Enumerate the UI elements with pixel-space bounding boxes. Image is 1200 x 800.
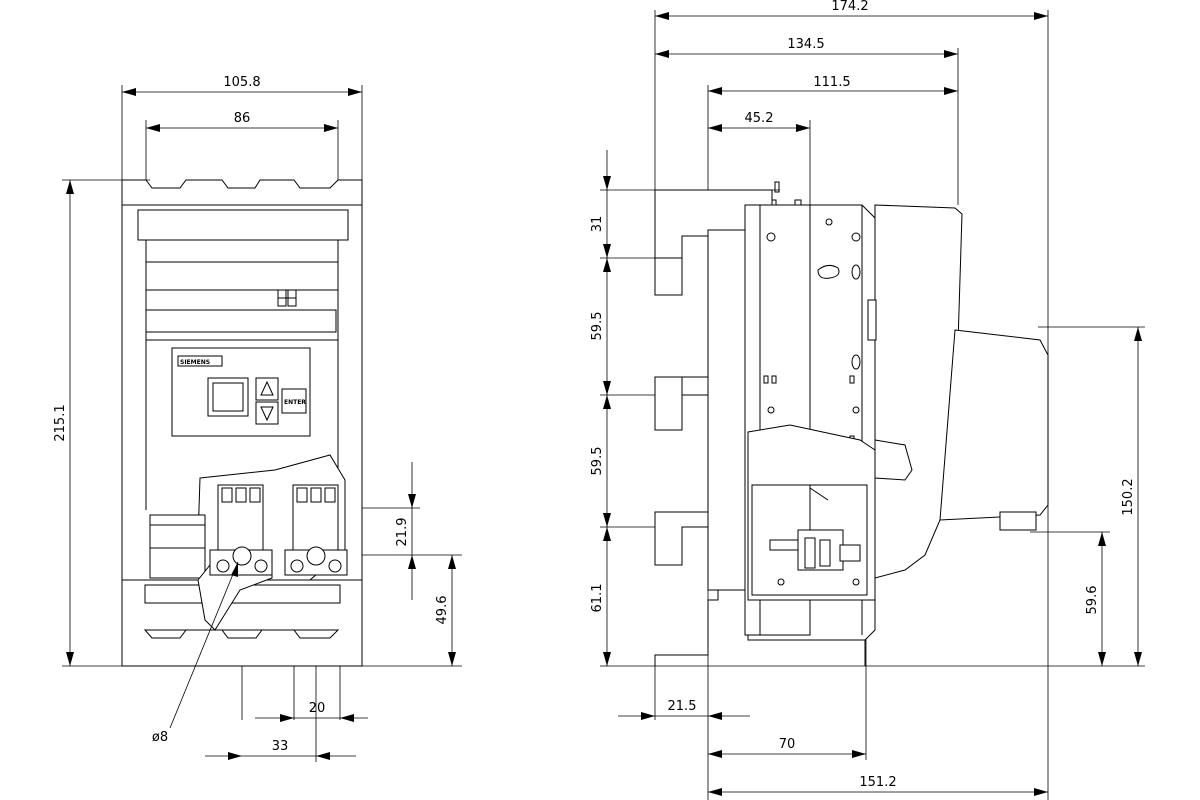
side-dimension-21-5 bbox=[618, 712, 750, 720]
dim-label-59-5-lower: 59.5 bbox=[590, 447, 605, 476]
dim-label-70: 70 bbox=[779, 737, 796, 752]
dim-label-174-2: 174.2 bbox=[831, 0, 868, 14]
front-dimension-86 bbox=[146, 124, 338, 132]
front-dimension-49-6 bbox=[448, 555, 456, 666]
dim-label-21-5: 21.5 bbox=[668, 699, 697, 714]
terminal-hole-left bbox=[232, 546, 252, 566]
side-dimension-134-5 bbox=[655, 50, 958, 58]
dim-label-45-2: 45.2 bbox=[745, 111, 774, 126]
dim-label-111-5: 111.5 bbox=[813, 75, 850, 90]
dim-label-59-5-upper: 59.5 bbox=[590, 312, 605, 341]
front-dimension-215-1 bbox=[66, 180, 74, 666]
brand-label: SIEMENS bbox=[180, 359, 210, 366]
dim-label-31: 31 bbox=[590, 216, 605, 233]
side-dimension-151-2 bbox=[708, 788, 1048, 796]
side-dimension-70 bbox=[708, 750, 866, 758]
side-dimension-45-2 bbox=[708, 124, 810, 132]
dim-label-105-8: 105.8 bbox=[223, 75, 260, 90]
side-dimension-pitches bbox=[603, 150, 611, 666]
side-view: 174.2 134.5 111.5 45.2 31 59.5 59.5 61.1… bbox=[590, 0, 1145, 800]
side-terminals bbox=[654, 189, 773, 566]
dim-label-150-2: 150.2 bbox=[1121, 478, 1136, 515]
dim-label-86: 86 bbox=[234, 111, 251, 126]
side-body bbox=[707, 181, 876, 641]
side-handle bbox=[867, 204, 1049, 579]
dim-label-20: 20 bbox=[309, 701, 326, 716]
enter-key bbox=[281, 388, 307, 414]
dim-label-215-1: 215.1 bbox=[53, 404, 68, 441]
dim-label-hole: ø8 bbox=[152, 730, 168, 745]
side-dimension-59-6 bbox=[1098, 532, 1106, 666]
side-dimension-150-2 bbox=[1134, 327, 1142, 666]
dim-label-59-6: 59.6 bbox=[1085, 586, 1100, 615]
dim-label-33: 33 bbox=[272, 739, 289, 754]
front-view: SIEMENS ENTER bbox=[53, 75, 462, 762]
front-dimension-105-8 bbox=[122, 88, 362, 96]
side-dimension-174-2 bbox=[655, 12, 1048, 20]
side-dimension-111-5 bbox=[708, 87, 958, 95]
dim-label-21-9: 21.9 bbox=[395, 518, 410, 547]
dim-label-61-1: 61.1 bbox=[590, 584, 605, 613]
enter-label: ENTER bbox=[284, 399, 306, 406]
dim-label-134-5: 134.5 bbox=[787, 37, 824, 52]
front-dimension-33 bbox=[205, 752, 356, 760]
terminal-hole-right bbox=[306, 546, 326, 566]
front-dimension-20 bbox=[255, 714, 368, 722]
hole-diameter-leader bbox=[169, 561, 239, 729]
dim-label-151-2: 151.2 bbox=[859, 775, 896, 790]
dim-label-49-6: 49.6 bbox=[435, 596, 450, 625]
front-dimension-21-9 bbox=[408, 462, 416, 600]
display-panel: SIEMENS ENTER bbox=[171, 347, 311, 437]
